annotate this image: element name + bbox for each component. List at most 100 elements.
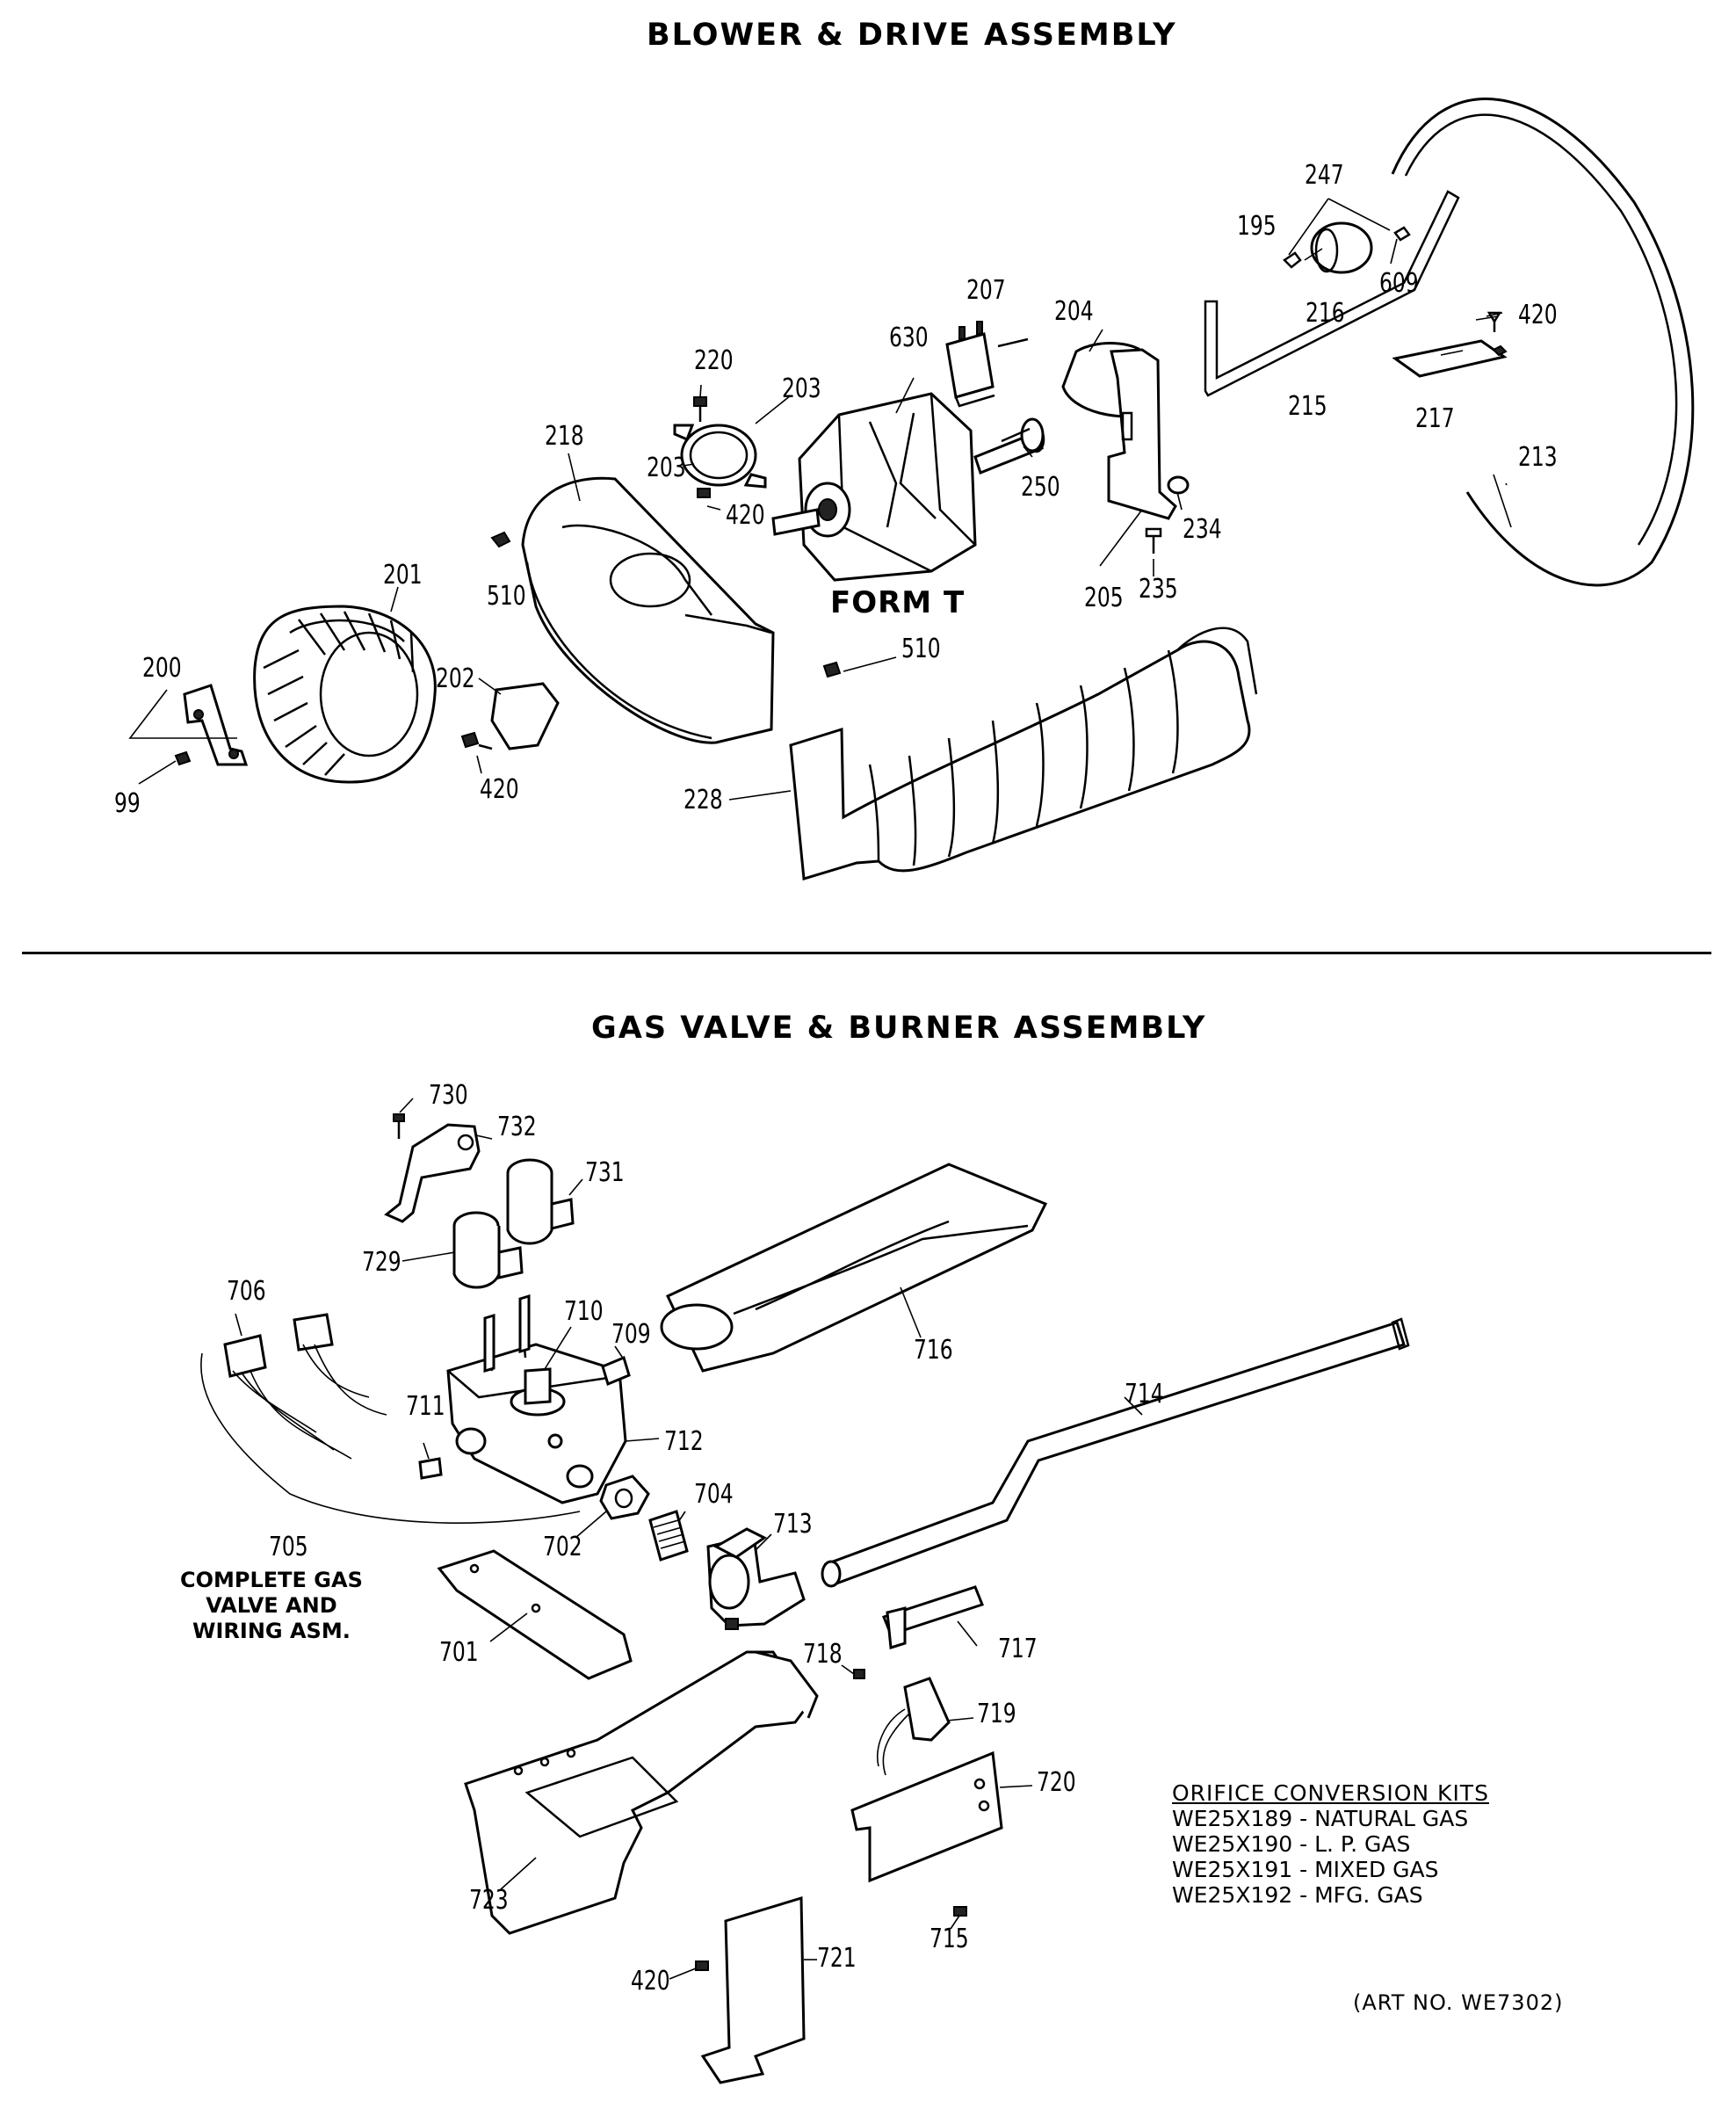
callout-720: 720: [1037, 1767, 1076, 1798]
screw-715: [953, 1906, 967, 1917]
flame-sensor-719: [877, 1677, 951, 1776]
callout-200: 200: [142, 653, 182, 684]
elbow-713: [706, 1527, 806, 1630]
screw-510-a: [490, 531, 511, 548]
motor-switch-207: [945, 321, 1029, 408]
screw-99: [174, 750, 192, 766]
mounting-plate-701: [437, 1549, 633, 1680]
blower-wheel-201: [253, 605, 437, 784]
callout-235: 235: [1139, 574, 1178, 605]
callout-716: 716: [914, 1335, 953, 1366]
idler-pulley-216: [1283, 221, 1411, 274]
burner-bracket-723: [464, 1650, 819, 1935]
callout-630: 630: [889, 323, 929, 353]
callout-234: 234: [1183, 514, 1222, 545]
callout-702: 702: [543, 1532, 582, 1562]
exhaust-duct-228: [789, 627, 1258, 881]
idler-arm-215: [1204, 190, 1460, 397]
art-number: (ART NO. WE7302): [1353, 1990, 1564, 2015]
heat-shield-721: [700, 1895, 806, 2084]
callout-204: 204: [1054, 296, 1094, 327]
nut-234: [1167, 475, 1190, 495]
orifice-kit-item: WE25X189 - NATURAL GAS: [1172, 1806, 1469, 1831]
callout-709: 709: [611, 1319, 651, 1350]
callout-220: 220: [694, 345, 734, 376]
callout-205: 205: [1084, 583, 1124, 613]
motor-bracket-204-205: [1061, 342, 1177, 520]
callout-705: 705: [269, 1532, 308, 1562]
blower-housing-218: [521, 476, 775, 744]
callout-228: 228: [684, 785, 723, 815]
gas-section-title: GAS VALVE & BURNER ASSEMBLY: [591, 1011, 1207, 1046]
orifice-kit-item: WE25X192 - MFG. GAS: [1172, 1882, 1423, 1908]
screw-220: [693, 396, 707, 422]
orifice-kit-item: WE25X191 - MIXED GAS: [1172, 1857, 1439, 1882]
callout-207: 207: [966, 275, 1006, 306]
callout-420-d: 420: [631, 1966, 670, 1997]
igniter-717: [882, 1585, 984, 1649]
callout-420-b: 420: [726, 500, 765, 531]
callout-718: 718: [803, 1639, 843, 1670]
seal-202: [490, 682, 560, 750]
callout-732: 732: [497, 1112, 537, 1142]
callout-250: 250: [1021, 472, 1060, 503]
motor-pulley-250: [1001, 417, 1045, 453]
callout-717: 717: [998, 1634, 1038, 1664]
callout-731: 731: [585, 1157, 625, 1188]
screw-718: [853, 1669, 865, 1679]
sensor-bracket-720: [850, 1750, 1003, 1883]
burner-housing-716: [660, 1163, 1048, 1373]
callout-721: 721: [817, 1943, 857, 1974]
fitting-711: [418, 1457, 443, 1480]
note-705-line-2: VALVE AND: [206, 1593, 337, 1618]
gas-valve-712: [446, 1294, 627, 1504]
screw-420-d: [695, 1960, 709, 1971]
callout-218: 218: [545, 421, 584, 452]
callout-715: 715: [929, 1924, 969, 1954]
callout-203-b: 203: [647, 453, 686, 483]
callout-714: 714: [1125, 1379, 1164, 1410]
screw-420-b: [697, 488, 711, 498]
callout-730: 730: [429, 1080, 468, 1111]
callout-195: 195: [1237, 211, 1277, 242]
callout-203-a: 203: [782, 373, 821, 404]
callout-213: 213: [1518, 442, 1558, 473]
coil-bracket-732: [384, 1123, 481, 1223]
motor-clamp-203: [673, 424, 767, 489]
form-t-label: FORM T: [830, 585, 966, 620]
callout-729: 729: [362, 1247, 401, 1278]
screw-420-c: [460, 731, 493, 750]
callout-510-a: 510: [487, 581, 526, 612]
callout-510-b: 510: [901, 634, 941, 664]
nut-702: [599, 1475, 650, 1520]
callout-723: 723: [469, 1885, 509, 1916]
wiring-harness-706: [200, 1313, 581, 1524]
blower-clip-200: [183, 684, 249, 766]
drum-belt-213: [1391, 98, 1695, 587]
callout-217: 217: [1415, 403, 1455, 434]
callout-704: 704: [694, 1479, 734, 1510]
callout-215: 215: [1288, 391, 1327, 422]
screw-235: [1145, 527, 1162, 554]
screw-730: [393, 1113, 405, 1139]
callout-706: 706: [227, 1276, 266, 1307]
orifice-kits-heading: ORIFICE CONVERSION KITS: [1172, 1780, 1489, 1806]
orifice-kit-item: WE25X190 - L. P. GAS: [1172, 1831, 1411, 1857]
leader-lines-blower: [128, 198, 1512, 801]
coil-729: [452, 1211, 524, 1289]
coil-731: [506, 1158, 575, 1245]
bracket-217: [1392, 339, 1508, 378]
callout-202: 202: [436, 663, 475, 694]
burner-tube-714: [821, 1317, 1410, 1588]
callout-701: 701: [439, 1637, 479, 1668]
section-divider: [22, 952, 1711, 954]
callout-420-a: 420: [1518, 300, 1558, 330]
blower-section-title: BLOWER & DRIVE ASSEMBLY: [647, 18, 1177, 53]
drive-motor-630: [771, 392, 1045, 582]
callout-719: 719: [977, 1699, 1016, 1729]
note-705: COMPLETE GAS VALVE AND WIRING ASM.: [180, 1568, 363, 1644]
orifice-704: [648, 1510, 689, 1562]
callout-99: 99: [114, 788, 141, 819]
screw-510-b: [822, 661, 842, 678]
